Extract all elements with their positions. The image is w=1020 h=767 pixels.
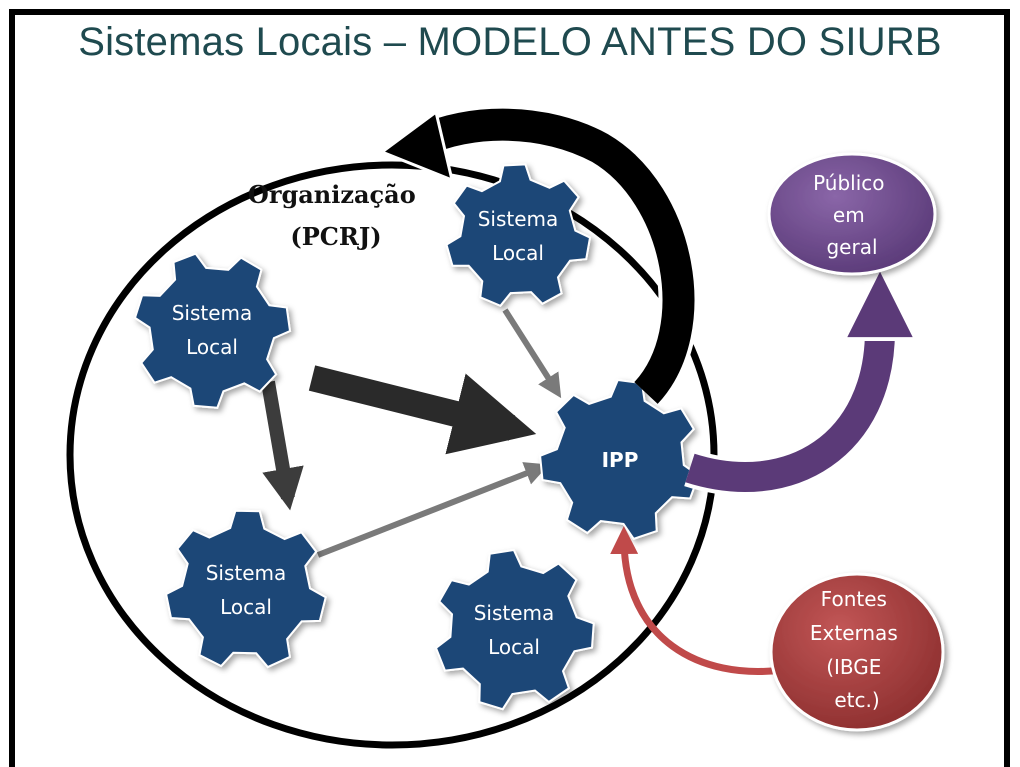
- publico-line2: em: [833, 203, 865, 227]
- publico-line1: Público: [813, 171, 884, 195]
- gear-label-line1: Sistema: [474, 601, 555, 625]
- publico-bubble: [767, 152, 937, 276]
- fontes-bubble: [769, 572, 945, 732]
- arrow-ipp-to-publico: [684, 298, 880, 496]
- slide-title: Sistemas Locais – MODELO ANTES DO SIURB: [78, 20, 942, 64]
- organization-line2: (PCRJ): [290, 222, 381, 251]
- gear-ipp: IPP: [539, 378, 700, 540]
- publico-label: Público em geral: [813, 171, 891, 259]
- publico-line3: geral: [826, 235, 877, 259]
- gear-label-line1: Sistema: [206, 561, 287, 585]
- arrow-top-to-ipp: [502, 308, 562, 399]
- fontes-line4: etc.): [834, 688, 879, 712]
- arrow-bottom-left-to-ipp: [316, 462, 549, 558]
- gear-label: IPP: [602, 448, 639, 472]
- gear-shape: [434, 548, 595, 711]
- fontes-label: Fontes Externas (IBGE etc.): [810, 587, 904, 712]
- gear-shape: [164, 509, 327, 669]
- fontes-line2: Externas: [810, 621, 898, 645]
- gear-label-line2: Local: [186, 335, 238, 359]
- gear-label-line1: Sistema: [478, 207, 559, 231]
- gear-label-line2: Local: [220, 595, 272, 619]
- arrow-left-to-bottom-left: [261, 380, 304, 511]
- gear-label-line2: Local: [492, 241, 544, 265]
- gear-shape: [133, 252, 292, 409]
- gear-label-line2: Local: [488, 635, 540, 659]
- arrow-ipp-return: [378, 104, 699, 407]
- organization-line1: Organização: [248, 180, 416, 209]
- organization-label: Organização (PCRJ): [248, 180, 424, 251]
- fontes-line3: (IBGE: [826, 655, 881, 679]
- fontes-line1: Fontes: [821, 587, 887, 611]
- gear-shape: [539, 378, 700, 540]
- gear-shape: [445, 163, 592, 308]
- gear-label-line1: IPP: [602, 448, 639, 472]
- gear-label-line1: Sistema: [172, 301, 253, 325]
- arrow-fontes-to-ipp: [610, 526, 783, 675]
- arrow-left-to-ipp: [308, 365, 537, 455]
